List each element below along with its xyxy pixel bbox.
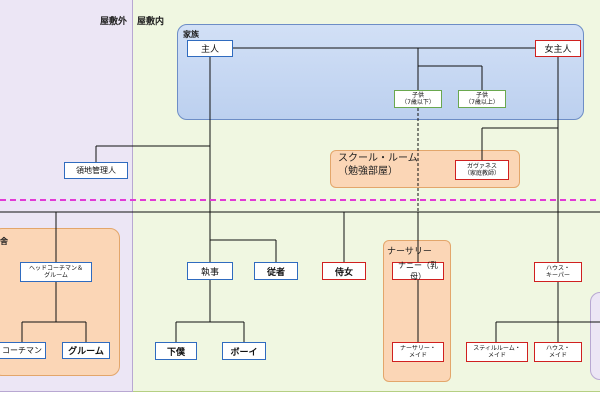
node-head-coachman: ヘッドコーチマン＆ グルーム bbox=[20, 262, 92, 282]
node-master: 主人 bbox=[187, 40, 233, 57]
node-child-old-line1: 子供 bbox=[475, 92, 488, 99]
node-housemaid: ハウス・ メイド bbox=[534, 342, 582, 362]
family-label: 家族 bbox=[183, 30, 199, 39]
node-stillroom-maid: スティルルーム・ メイド bbox=[466, 342, 528, 362]
node-child-young-line1: 子供 bbox=[411, 92, 424, 99]
school-room-label-line1: スクール・ルーム bbox=[338, 153, 418, 164]
nursery-label: ナーサリー bbox=[387, 247, 432, 257]
node-child-young: 子供 （7歳以下） bbox=[394, 90, 442, 108]
node-nursery-maid-line1: ナーサリー・ bbox=[400, 345, 436, 352]
node-coachman: コーチマン bbox=[0, 342, 46, 359]
node-housekeeper-line2: キーパー bbox=[546, 272, 570, 279]
node-steward: 領地管理人 bbox=[64, 162, 128, 179]
node-child-young-line2: （7歳以下） bbox=[401, 99, 435, 106]
node-child-old: 子供 （7歳以上） bbox=[458, 90, 506, 108]
inside-estate-label: 屋敷内 bbox=[137, 17, 165, 27]
node-footman: 下僕 bbox=[155, 342, 197, 360]
node-housemaid-line2: メイド bbox=[548, 352, 567, 359]
node-stillroom-maid-line2: メイド bbox=[487, 352, 506, 359]
school-room-label: スクール・ルーム （勉強部屋） bbox=[338, 152, 418, 178]
node-ladys-maid: 侍女 bbox=[322, 262, 366, 280]
outside-estate-label: 屋敷外 bbox=[100, 17, 128, 27]
node-housekeeper-line1: ハウス・ bbox=[545, 265, 570, 272]
stable-label: 舎 bbox=[0, 237, 8, 246]
node-valet: 従者 bbox=[254, 262, 298, 280]
node-head-coachman-line2: グルーム bbox=[44, 272, 68, 279]
node-nursery-maid-line2: メイド bbox=[408, 352, 427, 359]
node-governess-line1: ガヴァネス bbox=[466, 163, 497, 170]
node-stillroom-maid-line1: スティルルーム・ bbox=[473, 345, 521, 352]
node-child-old-line2: （7歳以上） bbox=[465, 99, 499, 106]
node-head-coachman-line1: ヘッドコーチマン＆ bbox=[28, 265, 83, 272]
node-housemaid-line1: ハウス・ bbox=[545, 345, 570, 352]
node-mistress: 女主人 bbox=[535, 40, 581, 57]
school-room-label-line2: （勉強部屋） bbox=[338, 166, 398, 177]
node-nursery-maid: ナーサリー・ メイド bbox=[392, 342, 444, 362]
node-groom: グルーム bbox=[62, 342, 110, 359]
node-housekeeper: ハウス・ キーパー bbox=[534, 262, 582, 282]
node-boy: ボーイ bbox=[222, 342, 266, 360]
node-nanny: ナニー（乳母） bbox=[392, 261, 444, 281]
node-governess: ガヴァネス （家庭教師） bbox=[455, 160, 509, 180]
node-butler: 執事 bbox=[187, 262, 233, 280]
family-panel bbox=[177, 24, 584, 120]
node-governess-line2: （家庭教師） bbox=[463, 170, 500, 177]
